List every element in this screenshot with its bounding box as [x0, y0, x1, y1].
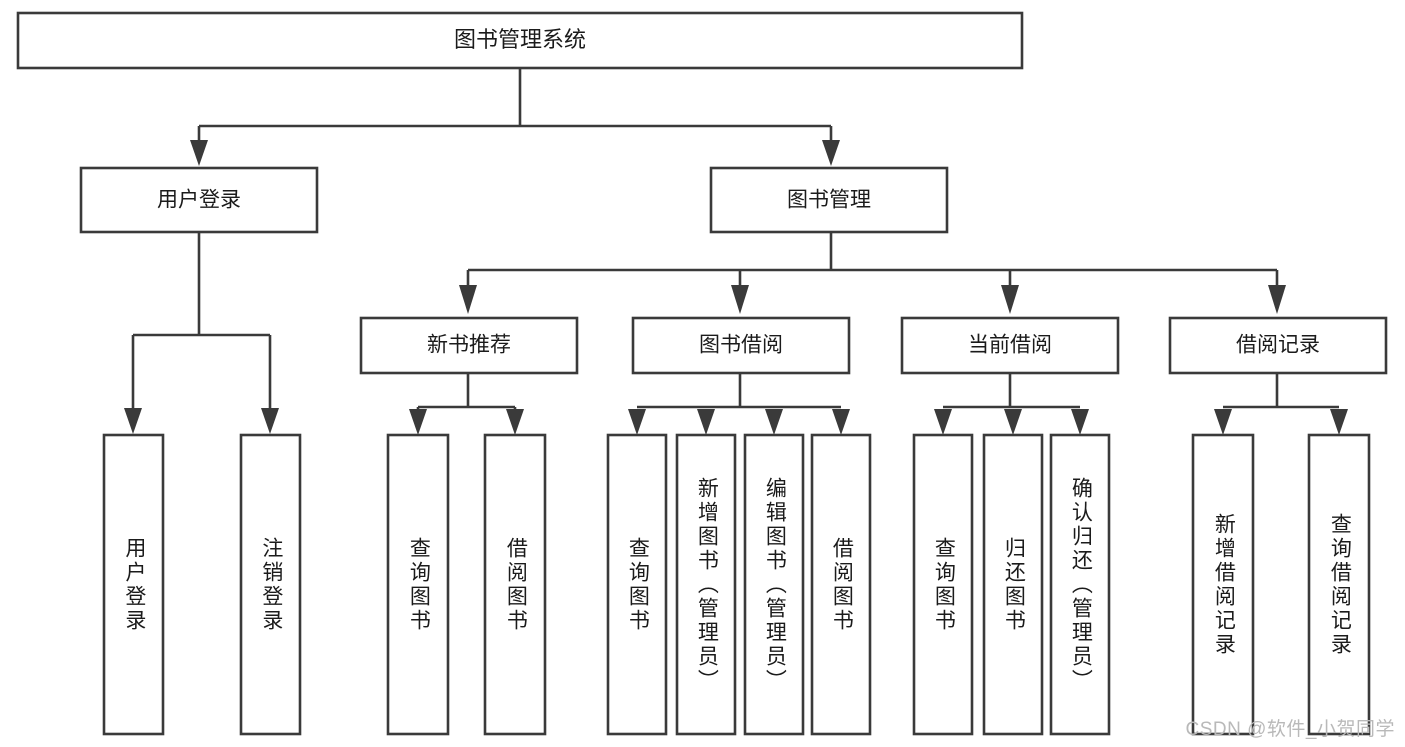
- arrow-head-leaf-user-login: [124, 408, 142, 434]
- arrow-head-leaf-edit-book: [765, 409, 783, 435]
- node-box-book-manage[interactable]: [709, 166, 949, 234]
- leaf-box-confirm-return[interactable]: [1049, 433, 1111, 736]
- leaf-box-query-book-2[interactable]: [606, 433, 668, 736]
- leaf-box-add-record[interactable]: [1191, 433, 1255, 736]
- arrow-head-leaf-add-record: [1214, 409, 1232, 435]
- leaf-box-query-book-1[interactable]: [386, 433, 450, 736]
- leaf-box-borrow-book-1[interactable]: [483, 433, 547, 736]
- node-label-book-borrow: 图书借阅: [699, 334, 783, 357]
- leaf-box-borrow-book-2[interactable]: [810, 433, 872, 736]
- connector-layer: [124, 68, 1348, 435]
- arrow-head-current-borrow: [1001, 285, 1019, 314]
- node-layer: 图书管理系统 用户登录 图书管理 新书推荐 图书借阅 当前借阅 借阅记录: [16, 11, 1388, 736]
- arrow-head-borrow-record: [1268, 285, 1286, 314]
- arrow-head-book-manage: [822, 140, 840, 166]
- arrow-head-new-book-rec: [459, 285, 477, 314]
- node-label-book-manage: 图书管理: [787, 189, 871, 212]
- arrow-head-leaf-borrow-book-1: [506, 409, 524, 435]
- watermark-text: CSDN @软件_小贺同学: [1185, 719, 1395, 740]
- arrow-head-leaf-borrow-book-2: [832, 409, 850, 435]
- node-label-current-borrow: 当前借阅: [968, 334, 1052, 357]
- arrow-head-leaf-confirm-return: [1071, 409, 1089, 435]
- node-label-borrow-record: 借阅记录: [1236, 334, 1320, 357]
- node-box-book-borrow[interactable]: [631, 316, 851, 375]
- node-box-user-login[interactable]: [79, 166, 319, 234]
- node-box-current-borrow[interactable]: [900, 316, 1120, 375]
- leaf-box-query-record[interactable]: [1307, 433, 1371, 736]
- node-box-root[interactable]: [16, 11, 1024, 70]
- arrow-head-leaf-logout: [261, 408, 279, 434]
- leaf-box-user-login[interactable]: [102, 433, 165, 736]
- arrow-head-leaf-add-book: [697, 409, 715, 435]
- node-label-new-book-rec: 新书推荐: [427, 334, 511, 357]
- arrow-head-leaf-query-book-2: [628, 409, 646, 435]
- node-label-user-login: 用户登录: [157, 189, 241, 212]
- leaf-box-logout[interactable]: [239, 433, 302, 736]
- leaf-box-return-book[interactable]: [982, 433, 1044, 736]
- node-box-borrow-record[interactable]: [1168, 316, 1388, 375]
- node-box-new-book-rec[interactable]: [359, 316, 579, 375]
- arrow-head-user-login: [190, 140, 208, 166]
- arrow-head-leaf-return-book: [1004, 409, 1022, 435]
- leaf-box-query-book-3[interactable]: [912, 433, 974, 736]
- arrow-head-leaf-query-book-1: [409, 409, 427, 435]
- node-label-root: 图书管理系统: [454, 27, 586, 52]
- leaf-box-add-book[interactable]: [675, 433, 737, 736]
- arrow-head-leaf-query-record: [1330, 409, 1348, 435]
- arrow-head-book-borrow: [731, 285, 749, 314]
- leaf-box-edit-book[interactable]: [743, 433, 805, 736]
- arrow-head-leaf-query-book-3: [934, 409, 952, 435]
